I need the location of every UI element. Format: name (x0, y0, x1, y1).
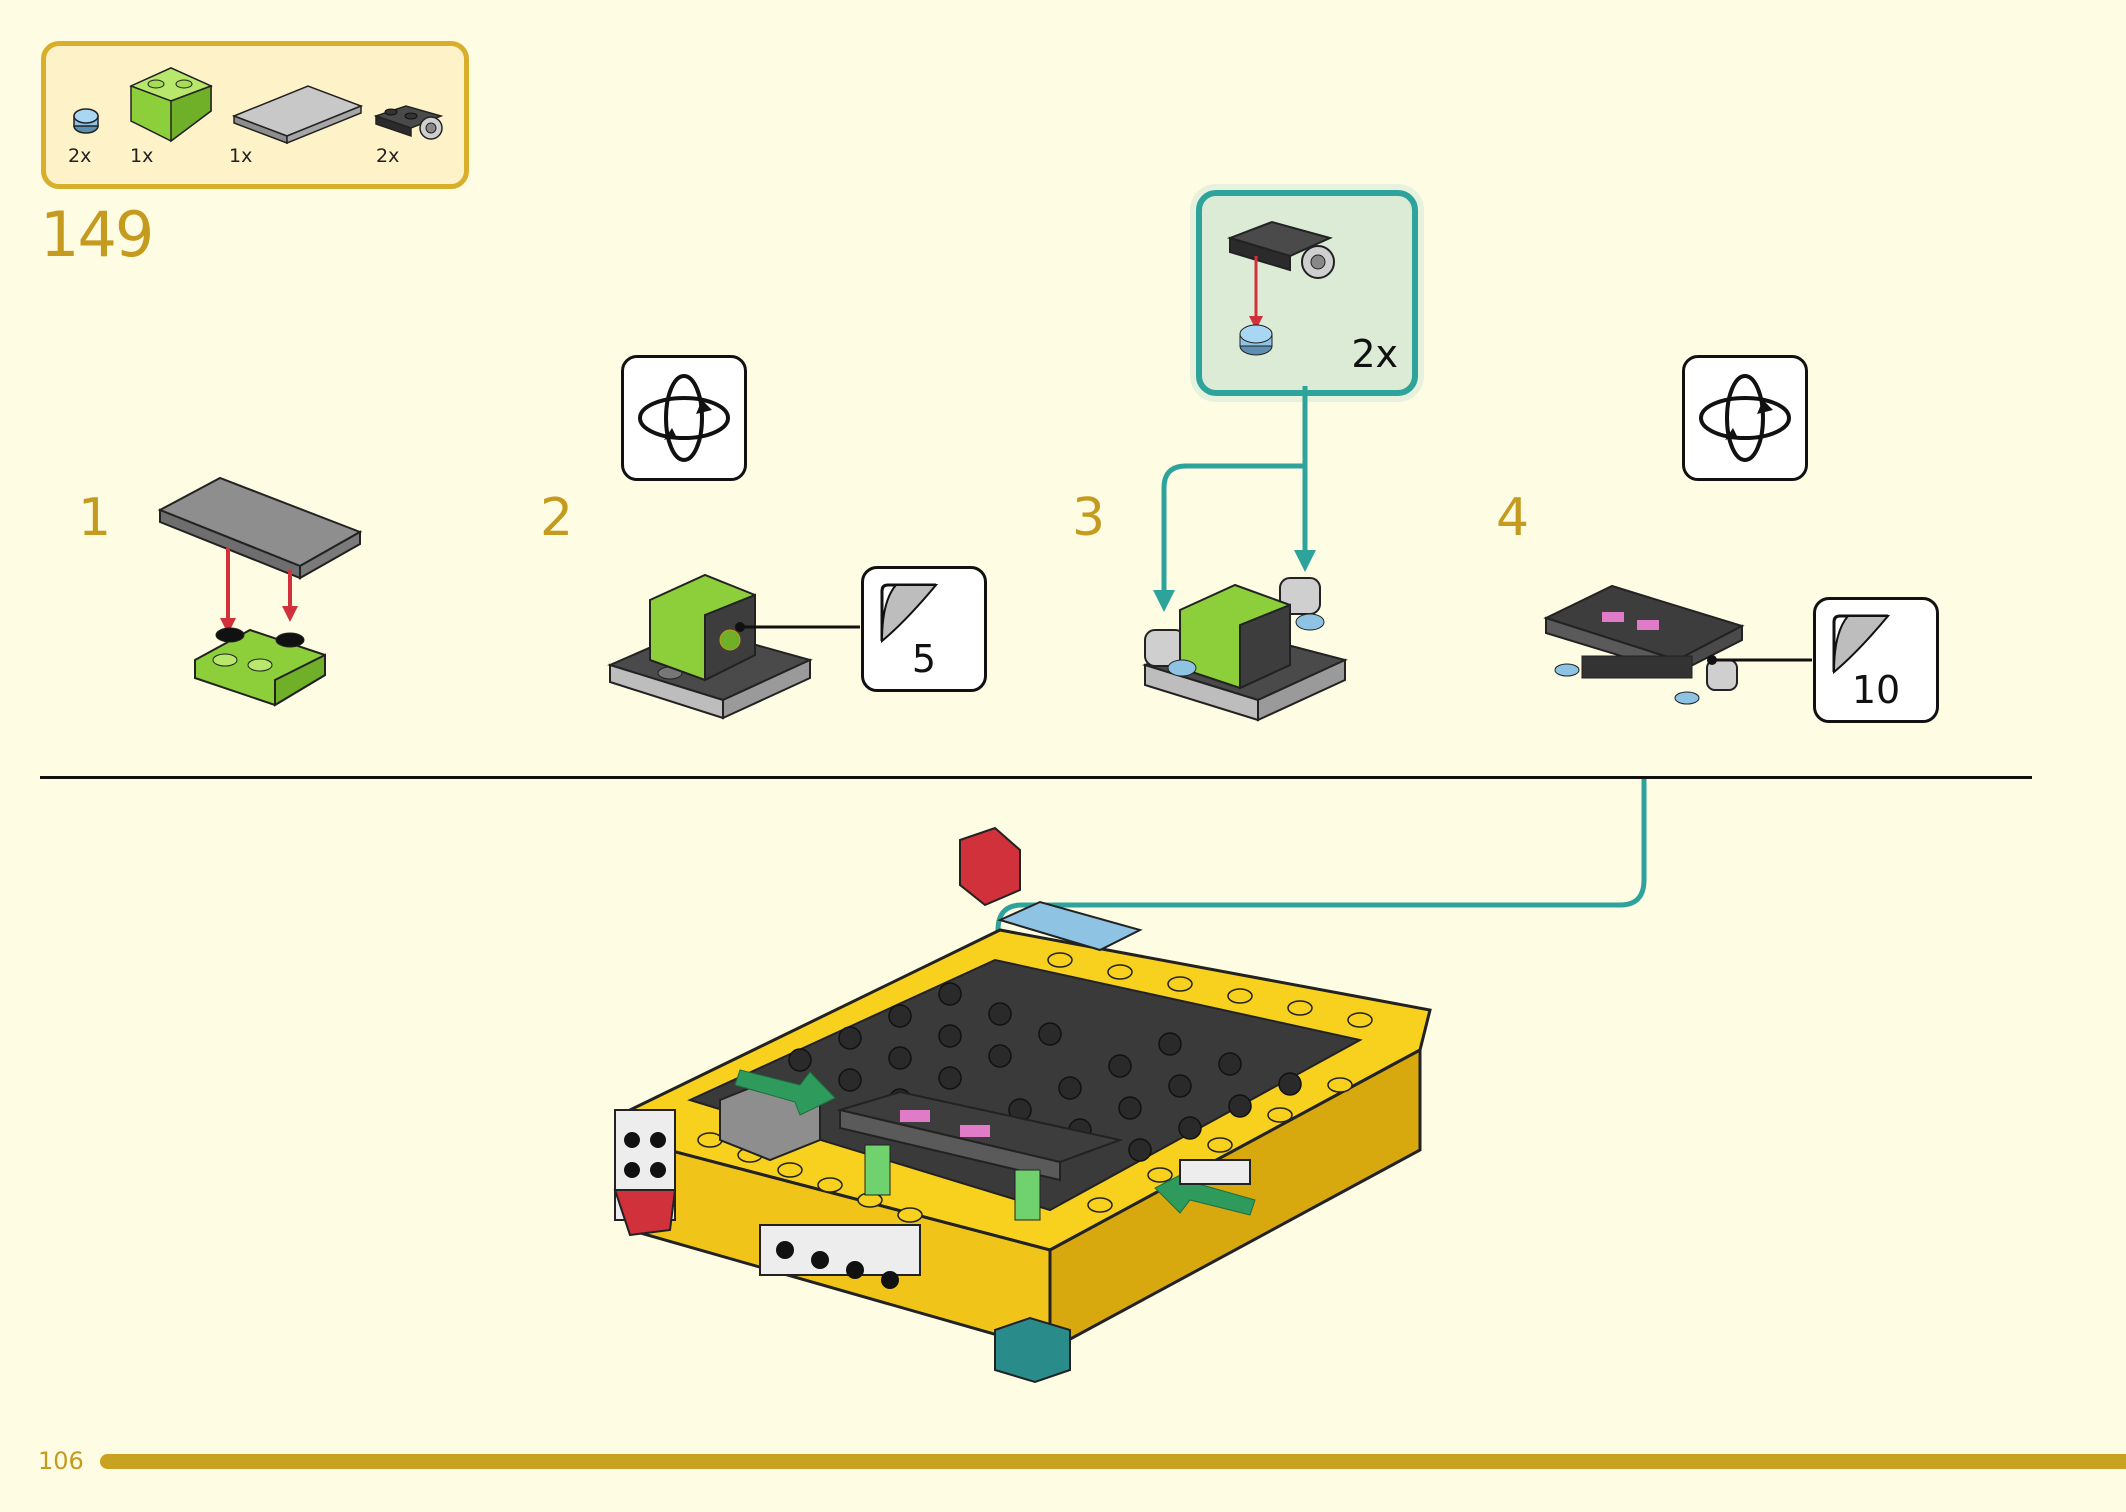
black-bracket-icon (373, 105, 444, 140)
sticker-number: 10 (1851, 668, 1901, 712)
substep-4-illustration (1543, 584, 1745, 705)
section-divider (40, 776, 2032, 779)
step-number: 149 (40, 198, 154, 271)
sticker-leader-lines (735, 622, 1812, 665)
sticker-number: 5 (911, 637, 937, 681)
substep-label: 1 (78, 488, 112, 548)
part-qty: 2x (68, 145, 92, 167)
green-slope-brick-icon (129, 67, 213, 143)
callout-quantity: 2x (1351, 332, 1398, 376)
page-progress-bar (100, 1454, 2126, 1469)
substep-2-illustration (607, 573, 813, 720)
substep-label: 2 (540, 488, 574, 548)
blue-round-stud-icon (73, 108, 99, 134)
main-assembly-illustration (613, 826, 1432, 1384)
sticker-reference: 5 (861, 566, 987, 692)
substep-1-illustration (157, 476, 363, 707)
parts-illustrations (73, 67, 444, 145)
substep-label: 3 (1072, 488, 1106, 548)
substep-label: 4 (1496, 488, 1530, 548)
page-number: 106 (38, 1447, 84, 1475)
part-qty: 1x (229, 145, 253, 167)
rotate-model-icon (621, 355, 747, 481)
gray-tile-icon (231, 85, 364, 145)
substep-3-illustration (1142, 577, 1348, 722)
part-qty: 1x (130, 145, 154, 167)
sticker-reference: 10 (1813, 597, 1939, 723)
part-qty: 2x (376, 145, 400, 167)
parts-list-panel: 2x 1x 1x 2x (41, 41, 469, 189)
rotate-model-icon (1682, 355, 1808, 481)
